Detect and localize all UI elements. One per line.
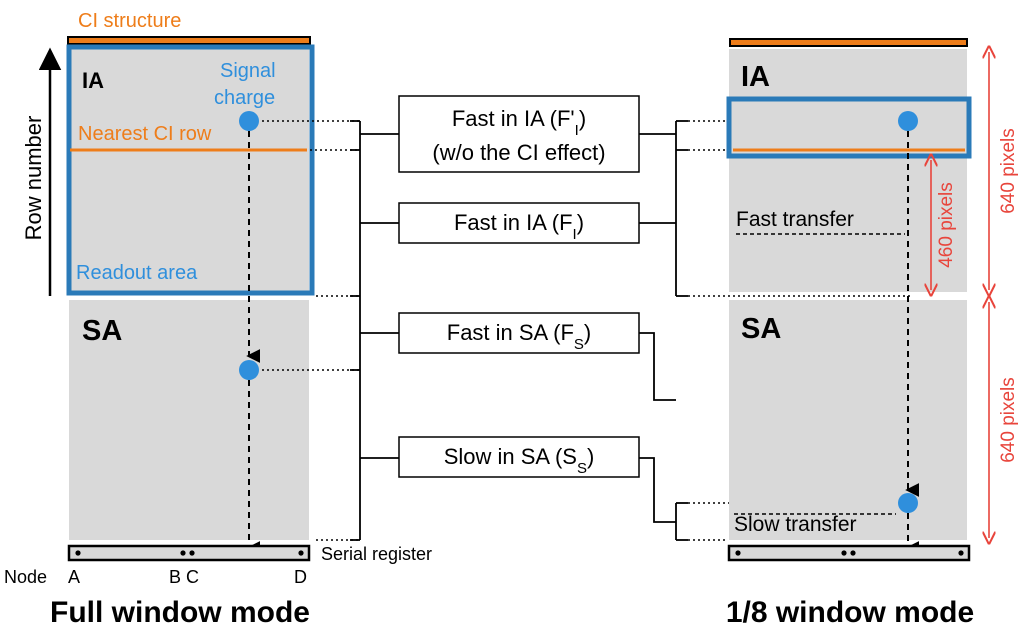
box4-main: Slow in SA (S (444, 444, 577, 469)
box-fast-sa: Fast in SA (FS) (398, 312, 640, 354)
box1-main: Fast in IA (F' (452, 106, 575, 131)
full-window-title: Full window mode (50, 596, 310, 629)
signal-label-line2: charge (214, 87, 275, 109)
node-b-dot (180, 550, 186, 556)
eighth-window-panel: IA SA Fast transfer Slow transfer 460 pi… (726, 38, 1019, 629)
sa-label-left: SA (82, 315, 122, 347)
svg-text:Fast in SA (FS): Fast in SA (FS) (447, 320, 592, 353)
node-d-label: D (294, 567, 307, 587)
signal-label-line1: Signal (220, 60, 276, 82)
node-a-label: A (68, 567, 80, 587)
box-slow-sa: Slow in SA (SS) (398, 436, 640, 478)
full-window-panel: CI structure IA SA Signal charge Nearest… (4, 10, 432, 629)
box4-sub: S (577, 460, 587, 477)
signal-charge-dot-right-bottom (898, 493, 918, 513)
slow-transfer-label: Slow transfer (734, 513, 857, 536)
right-connectors (639, 120, 912, 541)
signal-charge-dot-top (239, 111, 259, 131)
fast-transfer-label: Fast transfer (736, 208, 854, 231)
ia-label-left: IA (82, 68, 104, 93)
storage-area-right (729, 300, 967, 540)
readout-area-label: Readout area (76, 262, 198, 284)
dim-460-label: 460 pixels (936, 182, 957, 268)
box2-sub: I (573, 226, 577, 243)
box1-sub: I (575, 122, 579, 139)
dim-640-top-label: 640 pixels (998, 128, 1019, 214)
ci-structure-bar-right (729, 38, 968, 47)
box2-main: Fast in IA (F (454, 210, 573, 235)
image-area-left (69, 47, 309, 292)
box3-end: ) (584, 320, 591, 345)
serial-register-left (67, 544, 311, 562)
box1-end: ) (579, 106, 586, 131)
node-d-dot (298, 550, 304, 556)
row-number-label: Row number (21, 116, 46, 241)
storage-area-left (69, 300, 309, 540)
serial-register-right (727, 544, 971, 562)
ci-structure-label: CI structure (78, 10, 181, 32)
ci-structure-bar (67, 36, 311, 45)
node-a-dot (75, 550, 81, 556)
node-d-dot-right (958, 550, 964, 556)
dim-640-bottom-label: 640 pixels (998, 377, 1019, 463)
svg-text:Fast in IA (F'I): Fast in IA (F'I) (452, 106, 586, 139)
box1-line2: (w/o the CI effect) (432, 140, 605, 165)
nearest-ci-row-label: Nearest CI row (78, 123, 212, 145)
signal-charge-dot-right-top (898, 111, 918, 131)
box-fast-ia-no-ci: Fast in IA (F'I) (w/o the CI effect) (398, 95, 640, 173)
node-c-dot-right (850, 550, 856, 556)
eighth-window-title: 1/8 window mode (726, 596, 974, 629)
readout-area-box (66, 44, 315, 296)
box3-sub: S (574, 336, 584, 353)
node-b-dot-right (841, 550, 847, 556)
box-fast-ia: Fast in IA (FI) (398, 202, 640, 244)
readout-window-right (726, 96, 972, 159)
box4-end: ) (587, 444, 594, 469)
node-bc-label: B C (169, 567, 199, 587)
svg-text:Slow in SA (SS): Slow in SA (SS) (444, 444, 595, 477)
svg-text:Fast in IA (FI): Fast in IA (FI) (454, 210, 584, 243)
sa-label-right: SA (741, 313, 781, 345)
ia-label-right: IA (741, 61, 770, 93)
signal-charge-dot-mid (239, 360, 259, 380)
box3-main: Fast in SA (F (447, 320, 574, 345)
serial-register-label: Serial register (321, 544, 432, 564)
mode-boxes: Fast in IA (F'I) (w/o the CI effect) Fas… (398, 95, 640, 478)
box2-end: ) (577, 210, 584, 235)
left-connectors (262, 120, 399, 541)
node-a-dot-right (735, 550, 741, 556)
node-c-dot (189, 550, 195, 556)
node-label: Node (4, 567, 47, 587)
